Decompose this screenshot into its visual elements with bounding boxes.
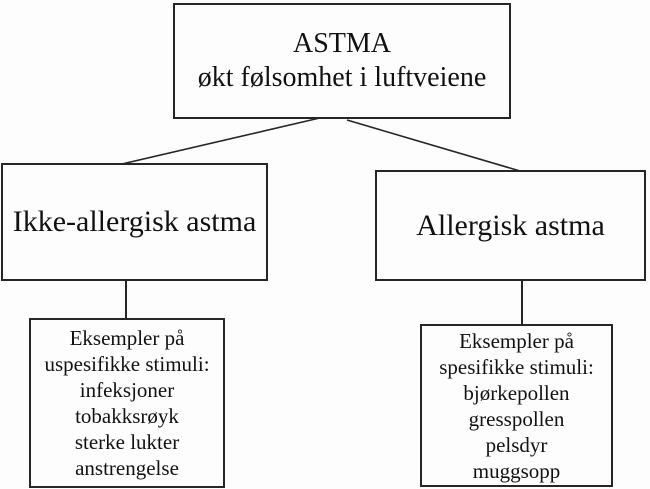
examples-line: sterke lukter bbox=[74, 430, 180, 454]
branch-node-label: Ikke-allergisk astma bbox=[12, 205, 257, 238]
branch-node-allergic: Allergisk astma bbox=[375, 170, 646, 281]
examples-node-unspecific-stimuli: Eksempler på uspesifikke stimuli: infeks… bbox=[29, 318, 225, 488]
examples-line: infeksjoner bbox=[79, 378, 175, 402]
examples-line: tobakksrøyk bbox=[75, 404, 179, 428]
examples-line: pelsdyr bbox=[485, 432, 548, 457]
examples-line: Eksempler på bbox=[459, 328, 574, 353]
branch-node-label: Allergisk astma bbox=[416, 208, 605, 242]
root-node-astma: ASTMA økt følsomhet i luftveiene bbox=[173, 3, 511, 119]
examples-line: Eksempler på bbox=[69, 326, 185, 350]
examples-line: bjørkepollen bbox=[463, 380, 570, 405]
examples-line: gresspollen bbox=[468, 406, 565, 431]
examples-line: anstrengelse bbox=[75, 456, 179, 480]
connector-root-to-right bbox=[346, 119, 521, 172]
examples-line: muggsopp bbox=[472, 458, 561, 483]
examples-node-specific-stimuli: Eksempler på spesifikke stimuli: bjørkep… bbox=[420, 324, 613, 487]
branch-node-non-allergic: Ikke-allergisk astma bbox=[1, 163, 268, 281]
examples-line: uspesifikke stimuli: bbox=[44, 352, 210, 376]
connector-root-to-left bbox=[121, 116, 325, 165]
root-node-subtitle: økt følsomhet i luftveiene bbox=[197, 62, 487, 93]
examples-line: spesifikke stimuli: bbox=[439, 354, 594, 379]
root-node-title: ASTMA bbox=[292, 28, 391, 59]
